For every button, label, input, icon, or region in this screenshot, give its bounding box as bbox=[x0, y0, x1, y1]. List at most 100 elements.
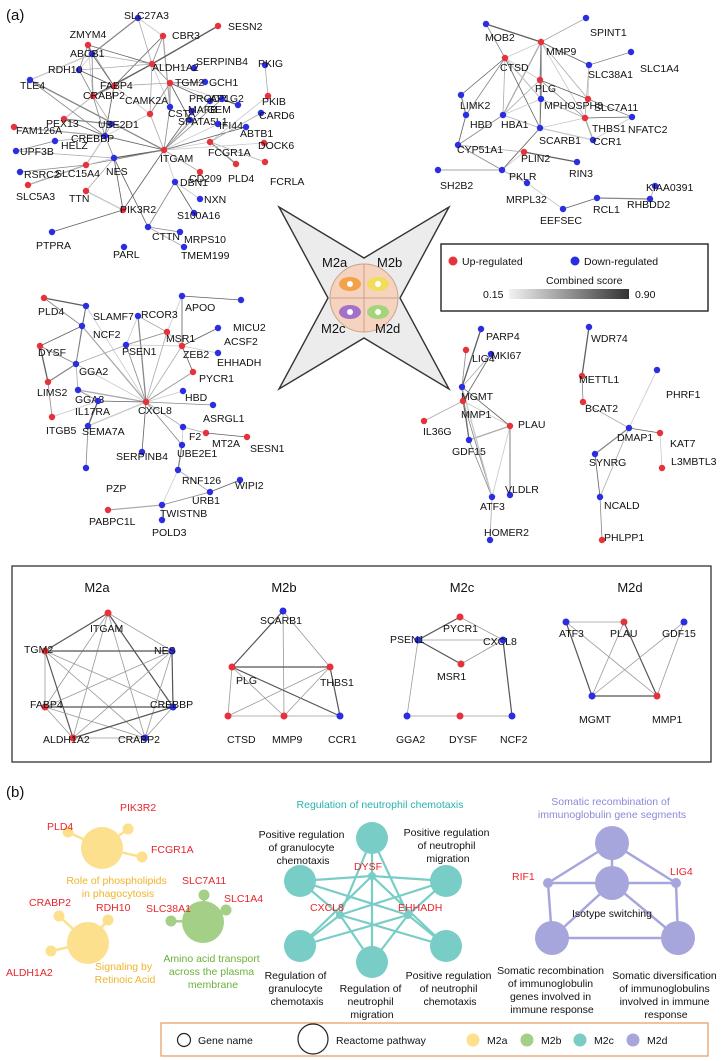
net_M2c-edge bbox=[39, 345, 77, 365]
gene-label-slc15a4: SLC15A4 bbox=[55, 168, 100, 180]
node-homer2 bbox=[486, 536, 494, 544]
node-slc7a11 bbox=[584, 95, 592, 103]
node-mmp9 bbox=[537, 38, 545, 46]
node-acsf2 bbox=[214, 324, 222, 332]
node-pklr bbox=[498, 166, 506, 174]
net_M2a-edge bbox=[169, 82, 191, 121]
gene-label-homer2: HOMER2 bbox=[484, 527, 529, 539]
net_M2b-edge bbox=[502, 79, 541, 116]
node-il17ra bbox=[94, 397, 102, 405]
core-node-mmp1 bbox=[653, 692, 661, 700]
m2b-legend-dot bbox=[520, 1033, 534, 1047]
core-module-title: M2a bbox=[84, 580, 110, 595]
net_M2a-edge bbox=[174, 181, 195, 214]
net_M2b-edge bbox=[584, 117, 594, 141]
core-label-ccr1: CCR1 bbox=[328, 734, 357, 746]
node-mrps10 bbox=[176, 228, 184, 236]
core-label-nes: NES bbox=[154, 645, 176, 657]
net_M2c-edge bbox=[161, 469, 179, 506]
enrichment-edge bbox=[339, 879, 447, 917]
net_M2b-edge bbox=[540, 17, 587, 43]
net_M2c-edge bbox=[39, 345, 49, 383]
gene-label-dysf: DYSF bbox=[354, 861, 382, 873]
gene-label-procr: PROCR bbox=[189, 93, 227, 105]
pathway-m2b-amino-acid: SLC7A11 SLC38A1 SLC1A4 Amino acid transp… bbox=[146, 875, 263, 991]
net_M2d2-edge bbox=[599, 496, 603, 541]
gene-label-ube2e1: UBE2E1 bbox=[177, 448, 217, 460]
net_M2d1-edge bbox=[462, 400, 511, 427]
node-gga3 bbox=[74, 386, 82, 394]
core-node-ccr1 bbox=[336, 712, 344, 720]
net_M2a-edge bbox=[19, 164, 87, 173]
node-ptpra bbox=[48, 228, 56, 236]
score-max: 0.90 bbox=[635, 289, 656, 301]
node-mrpl32 bbox=[523, 179, 531, 187]
gene-label-dock6: DOCK6 bbox=[258, 140, 294, 152]
net_M2a-edge bbox=[209, 141, 237, 165]
net_M2d1-edge bbox=[491, 425, 511, 498]
node-kiaa0391 bbox=[651, 182, 659, 190]
node-wdr74 bbox=[585, 323, 593, 331]
net_M2a-edge bbox=[163, 123, 219, 151]
node-gem bbox=[234, 101, 242, 109]
core-label-gga2: GGA2 bbox=[396, 734, 425, 746]
node-l3mbtl3 bbox=[658, 464, 666, 472]
gene-label-phlpp1: PHLPP1 bbox=[604, 532, 644, 544]
node-ccr1 bbox=[589, 136, 597, 144]
net_M2a-edge bbox=[209, 141, 266, 163]
gene-label-csta: CSTA bbox=[168, 108, 195, 120]
node-kat7 bbox=[656, 429, 664, 437]
gene-label-sema7a: SEMA7A bbox=[82, 426, 125, 438]
star-label-m2a: M2a bbox=[322, 255, 348, 270]
net_M2b-edge bbox=[562, 197, 598, 210]
net_M2c-edge bbox=[43, 297, 87, 307]
gene-node bbox=[53, 910, 65, 922]
node-ube2e1 bbox=[178, 441, 186, 449]
node-ncald bbox=[596, 493, 604, 501]
node-plg bbox=[536, 76, 544, 84]
net_M2a-edge bbox=[149, 113, 165, 151]
gene-label-helz: HELZ bbox=[61, 140, 88, 152]
core-label-ctsd: CTSD bbox=[227, 734, 256, 746]
gene-label-ncald: NCALD bbox=[604, 500, 640, 512]
net_M2a-edge bbox=[122, 149, 165, 211]
gene-label-urb1: URB1 bbox=[192, 495, 220, 507]
net_M2a-edge bbox=[104, 113, 151, 137]
gene-label-abtb1: ABTB1 bbox=[240, 128, 273, 140]
gene-label-mob2: MOB2 bbox=[485, 32, 515, 44]
node-itgam bbox=[160, 146, 168, 154]
net_M2b-edge bbox=[504, 57, 541, 81]
gene-label-kat7: KAT7 bbox=[670, 438, 696, 450]
net_M2a-edge bbox=[27, 164, 87, 186]
net_M2d2-edge bbox=[581, 326, 590, 377]
gene-label-cxcl8: CXCL8 bbox=[310, 902, 344, 914]
gene-label-tle4: TLE4 bbox=[20, 80, 45, 92]
core-node-gga2 bbox=[403, 712, 411, 720]
node-parp4 bbox=[477, 325, 485, 333]
score-gradient bbox=[509, 289, 629, 299]
net_M2c-edge bbox=[181, 345, 194, 373]
node-serpinb4 bbox=[190, 64, 198, 72]
pathway-node bbox=[81, 827, 123, 869]
node-cxcl8 bbox=[142, 398, 150, 406]
gene-label-wdr74: WDR74 bbox=[591, 333, 628, 345]
node-micu2 bbox=[237, 296, 245, 304]
net_M2a-edge bbox=[163, 98, 223, 151]
m2d-legend-label: M2d bbox=[647, 1035, 668, 1047]
core-label-pycr1: PYCR1 bbox=[443, 623, 478, 635]
net_M2c-edge bbox=[137, 315, 147, 403]
gene-label-mgmt: MGMT bbox=[461, 391, 494, 403]
net_M2a-edge bbox=[264, 64, 269, 97]
net_M2c-edge bbox=[87, 401, 147, 427]
gene-label-rif1: RIF1 bbox=[512, 871, 535, 883]
gene-label-hbd: HBD bbox=[185, 392, 208, 404]
net_M2c-edge bbox=[77, 389, 99, 402]
gene-node bbox=[198, 889, 210, 901]
net_M2d2-edge bbox=[599, 427, 630, 498]
m2b-legend-label: M2b bbox=[541, 1035, 562, 1047]
gene-label-plg: PLG bbox=[535, 83, 556, 95]
net_M2b-edge bbox=[539, 79, 589, 100]
gene-label-rhbdd2: RHBDD2 bbox=[627, 199, 670, 211]
net_M2b-edge bbox=[539, 98, 542, 129]
